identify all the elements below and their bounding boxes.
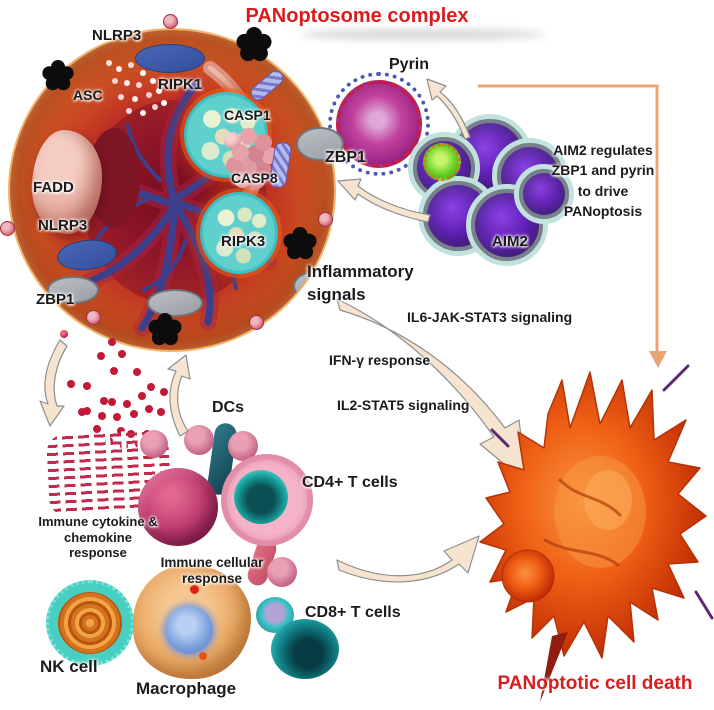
label-macrophage: Macrophage bbox=[136, 679, 237, 698]
asc-specks bbox=[106, 60, 112, 66]
label-asc: ASC bbox=[73, 87, 103, 103]
pathogen-green-cell bbox=[423, 143, 461, 181]
label-panoptotic-cell-death: PANoptotic cell death bbox=[497, 673, 693, 694]
dendritic-cell-knob bbox=[184, 425, 214, 455]
zbp1-oval-bottom-right bbox=[293, 271, 334, 301]
title-shadow bbox=[300, 29, 545, 40]
membrane-dot bbox=[86, 310, 101, 325]
cytokine-response-note: Immune cytokine & chemokine response bbox=[38, 514, 158, 561]
label-casp1: CASP1 bbox=[224, 107, 271, 123]
label-pyrin: Pyrin bbox=[389, 56, 430, 73]
label-il6-signaling: IL6-JAK-STAT3 signaling bbox=[407, 309, 573, 325]
arrow-cell-to-cytokines bbox=[39, 339, 68, 427]
label-inflammatory-signals: Inflammatory signals bbox=[307, 262, 414, 304]
zbp1-oval-bottom bbox=[147, 289, 203, 317]
ripk3-complex bbox=[200, 192, 278, 274]
cd4-tcell-tail-knob bbox=[267, 557, 297, 587]
label-aim2: AIM2 bbox=[492, 233, 528, 250]
magenta-immune-cell bbox=[138, 468, 218, 546]
label-zbp1-right: ZBP1 bbox=[325, 149, 366, 166]
cd8-tcell-large bbox=[271, 619, 339, 679]
membrane-dot bbox=[0, 221, 15, 236]
macrophage-red-granule bbox=[199, 652, 207, 660]
cytokine-dots bbox=[60, 330, 68, 338]
label-nk-cell: NK cell bbox=[40, 657, 98, 676]
panoptosome-cell bbox=[8, 28, 336, 352]
label-cd4-tcells: CD4+ T cells bbox=[302, 474, 398, 491]
label-fadd: FADD bbox=[33, 179, 74, 196]
label-cd8-tcells: CD8+ T cells bbox=[305, 604, 401, 621]
fadd-blob bbox=[32, 130, 102, 234]
panoptotic-cell bbox=[479, 364, 714, 702]
label-casp8: CASP8 bbox=[231, 170, 278, 186]
label-il2-signaling: IL2-STAT5 signaling bbox=[337, 397, 470, 413]
macrophage-red-granule bbox=[190, 585, 199, 594]
arrow-cells-to-death bbox=[336, 535, 480, 583]
aim2-regulation-note: AIM2 regulates ZBP1 and pyrin to drive P… bbox=[551, 142, 655, 219]
membrane-dot bbox=[318, 212, 333, 227]
nk-cell-core bbox=[58, 592, 122, 654]
cd4-tcell-nucleus bbox=[234, 470, 288, 524]
dendritic-cell-knob bbox=[140, 430, 168, 458]
macrophage-nucleus bbox=[165, 606, 213, 654]
pyrin-cell bbox=[328, 72, 430, 176]
label-ifn-response: IFN-γ response bbox=[329, 352, 431, 368]
arrow-cytokines-to-cells bbox=[167, 354, 191, 437]
membrane-dot bbox=[249, 315, 264, 330]
casp8-cluster bbox=[224, 132, 241, 149]
arrow-inflammatory-to-death bbox=[336, 298, 528, 484]
pyrin-cell-body bbox=[336, 80, 422, 168]
label-nlrp3-top: NLRP3 bbox=[92, 27, 142, 44]
zbp1-oval-left bbox=[47, 276, 99, 304]
nk-cell bbox=[46, 580, 134, 666]
nlrp3-oval-top bbox=[135, 44, 205, 73]
aim2-connector-arrowhead bbox=[649, 351, 667, 368]
cellular-response-note: Immune cellular response bbox=[160, 555, 264, 587]
label-ripk1: RIPK1 bbox=[158, 76, 203, 93]
zbp1-oval-right bbox=[296, 127, 344, 161]
label-nlrp3-left: NLRP3 bbox=[38, 217, 88, 234]
label-zbp1-bottom: ZBP1 bbox=[36, 291, 75, 308]
label-ripk3: RIPK3 bbox=[221, 233, 266, 250]
label-dcs: DCs bbox=[212, 399, 245, 416]
membrane-dot bbox=[163, 14, 178, 29]
figure-title: PANoptosome complex bbox=[245, 5, 469, 27]
